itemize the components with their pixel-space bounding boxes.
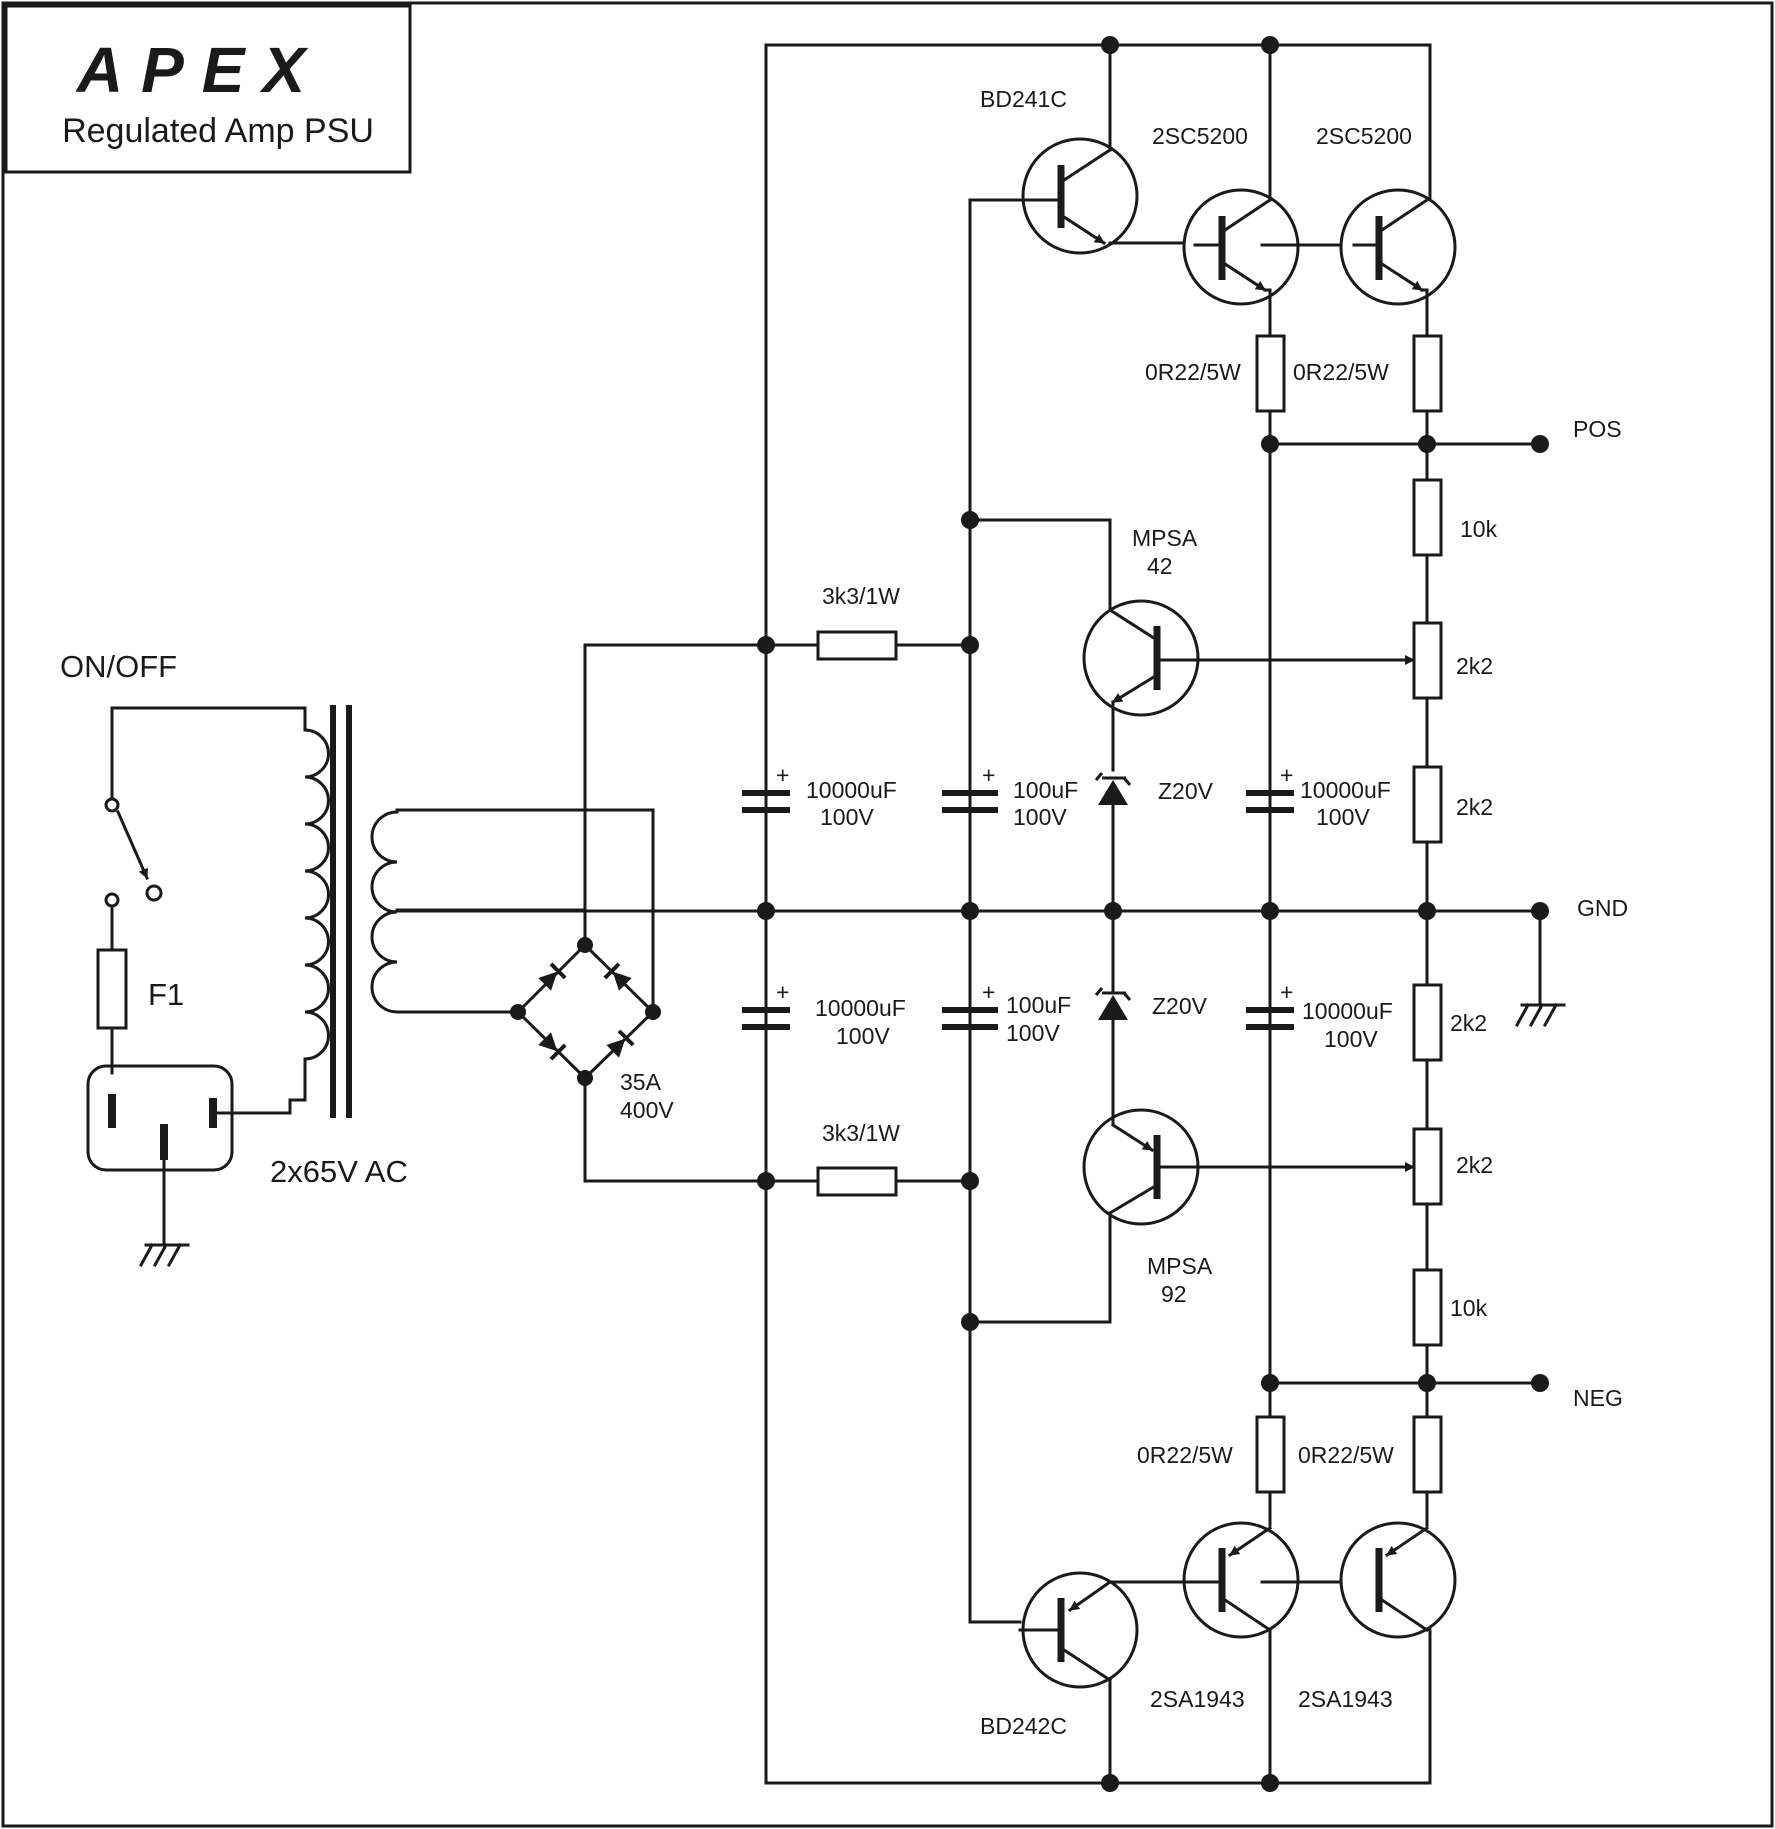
outputs: POS GND NEG [1514, 416, 1628, 1411]
q-pos-out2-label: 2SC5200 [1316, 123, 1412, 149]
c2-voltage: 100V [1013, 804, 1067, 830]
c2-polarity: + [982, 762, 995, 788]
c5-polarity: + [982, 979, 995, 1005]
r-pos-emitter2-label: 0R22/5W [1293, 359, 1389, 385]
transistor-2sc5200-2 [1339, 188, 1457, 306]
resistor-3k3-pos [816, 630, 898, 661]
zener-neg-label: Z20V [1152, 993, 1208, 1019]
transformer-label: 2x65V AC [270, 1154, 408, 1189]
c5-voltage: 100V [1006, 1020, 1060, 1046]
c3-polarity: + [1280, 762, 1293, 788]
c1-voltage: 100V [820, 804, 874, 830]
mains-section: ON/OFF F1 [60, 649, 307, 1268]
r-neg-emitter2-label: 0R22/5W [1298, 1442, 1394, 1468]
c3-value: 10000uF [1300, 777, 1391, 803]
q-pos-ref-label-2: 42 [1147, 553, 1173, 579]
c5-value: 100uF [1006, 992, 1071, 1018]
transformer: 2x65V AC [270, 705, 655, 1189]
title-block: APEX Regulated Amp PSU [4, 4, 412, 174]
r-pos-feed-label: 3k3/1W [822, 583, 900, 609]
c2-value: 100uF [1013, 777, 1078, 803]
earth-ground-icon [138, 1242, 190, 1268]
c1-value: 10000uF [806, 777, 897, 803]
transistor-bd241c [1021, 137, 1139, 255]
c6-value: 10000uF [1302, 998, 1393, 1024]
transistor-2sa1943-1 [1182, 1521, 1300, 1639]
capacitor-bank [742, 643, 1294, 1030]
diagram-subtitle: Regulated Amp PSU [62, 112, 374, 150]
resistor-2k2-pos [1412, 765, 1443, 844]
resistor-10k-neg [1412, 1268, 1443, 1347]
bridge-current-label: 35A [620, 1069, 662, 1095]
q-neg-out2-label: 2SA1943 [1298, 1686, 1393, 1712]
junction-dots [757, 36, 1436, 1792]
transistor-2sc5200-1 [1182, 188, 1300, 306]
fuse-f1 [96, 948, 128, 1030]
potentiometer-2k2-pos [1412, 621, 1443, 700]
resistor-0r22-neg-1 [1255, 1415, 1286, 1494]
potentiometer-2k2-neg [1412, 1127, 1443, 1206]
c6-voltage: 100V [1324, 1026, 1378, 1052]
resistor-10k-pos [1412, 478, 1443, 557]
pot-neg-label: 2k2 [1456, 1152, 1493, 1178]
q-neg-ref-label-2: 92 [1161, 1281, 1187, 1307]
q-neg-out1-label: 2SA1943 [1150, 1686, 1245, 1712]
mains-socket [86, 1064, 234, 1172]
ground-icon [1514, 1002, 1566, 1028]
q-pos-ref-label-1: MPSA [1132, 525, 1198, 551]
bridge-voltage-label: 400V [620, 1097, 674, 1123]
zener-pos-label: Z20V [1158, 778, 1214, 804]
switch-label: ON/OFF [60, 649, 177, 684]
q-pos-out1-label: 2SC5200 [1152, 123, 1248, 149]
q-neg-driver-label: BD242C [980, 1713, 1067, 1739]
resistor-0r22-pos-1 [1255, 334, 1286, 413]
r-pos-bottom-label: 2k2 [1456, 794, 1493, 820]
negative-regulator: Z20V MPSA 92 2k2 2k2 10k 0R22/5W 0R22/5W [968, 909, 1542, 1785]
c4-voltage: 100V [836, 1023, 890, 1049]
fuse-label: F1 [148, 977, 184, 1012]
zener-diode-pos [1094, 772, 1132, 913]
resistor-3k3-neg [816, 1166, 898, 1197]
resistor-0r22-pos-2 [1412, 334, 1443, 413]
q-pos-driver-label: BD241C [980, 86, 1067, 112]
c3-voltage: 100V [1316, 804, 1370, 830]
out-neg-label: NEG [1573, 1385, 1623, 1411]
transistor-2sa1943-2 [1339, 1521, 1457, 1639]
resistor-0r22-neg-2 [1412, 1415, 1443, 1494]
r-pos-emitter1-label: 0R22/5W [1145, 359, 1241, 385]
q-neg-ref-label-1: MPSA [1147, 1253, 1213, 1279]
r-neg-feed-label: 3k3/1W [822, 1120, 900, 1146]
r-neg-emitter1-label: 0R22/5W [1137, 1442, 1233, 1468]
pot-pos-label: 2k2 [1456, 653, 1493, 679]
c4-polarity: + [776, 979, 789, 1005]
c4-value: 10000uF [815, 995, 906, 1021]
c6-polarity: + [1280, 979, 1293, 1005]
r-pos-top-label: 10k [1460, 516, 1498, 542]
c1-polarity: + [776, 762, 789, 788]
resistor-2k2-neg [1412, 983, 1443, 1062]
bridge-rectifier: 35A 400V [395, 808, 674, 1123]
positive-regulator: BD241C 2SC5200 2SC5200 0R22/5W 0R22/5W [968, 43, 1542, 913]
apex-logo: APEX [75, 34, 323, 106]
r-neg-bottom-label: 10k [1450, 1295, 1488, 1321]
transistor-mpsa42 [1082, 599, 1200, 717]
r-neg-top-label: 2k2 [1450, 1010, 1487, 1036]
out-pos-label: POS [1573, 416, 1622, 442]
zener-diode-neg [1094, 909, 1132, 1112]
out-gnd-label: GND [1577, 895, 1628, 921]
